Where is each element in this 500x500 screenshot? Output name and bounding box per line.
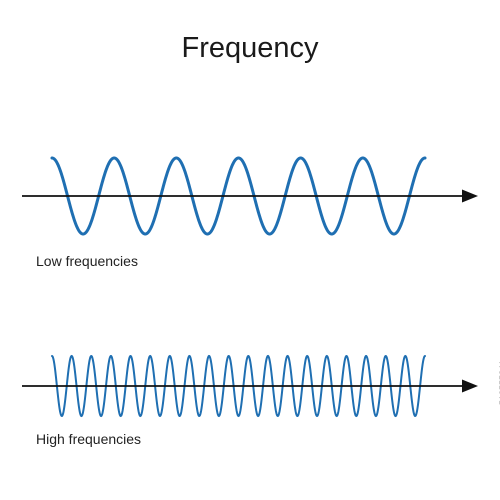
low-frequency-panel [22,156,478,236]
high-frequency-panel [22,354,478,418]
low-frequency-label: Low frequencies [36,253,138,269]
low-frequency-axis-arrowhead [462,189,478,203]
high-frequency-axis-arrowhead [462,379,478,393]
diagram-title: Frequency [181,32,319,64]
high-frequency-label: High frequencies [36,431,142,447]
high-frequency-wave [51,354,426,418]
low-frequency-wave [50,156,427,236]
